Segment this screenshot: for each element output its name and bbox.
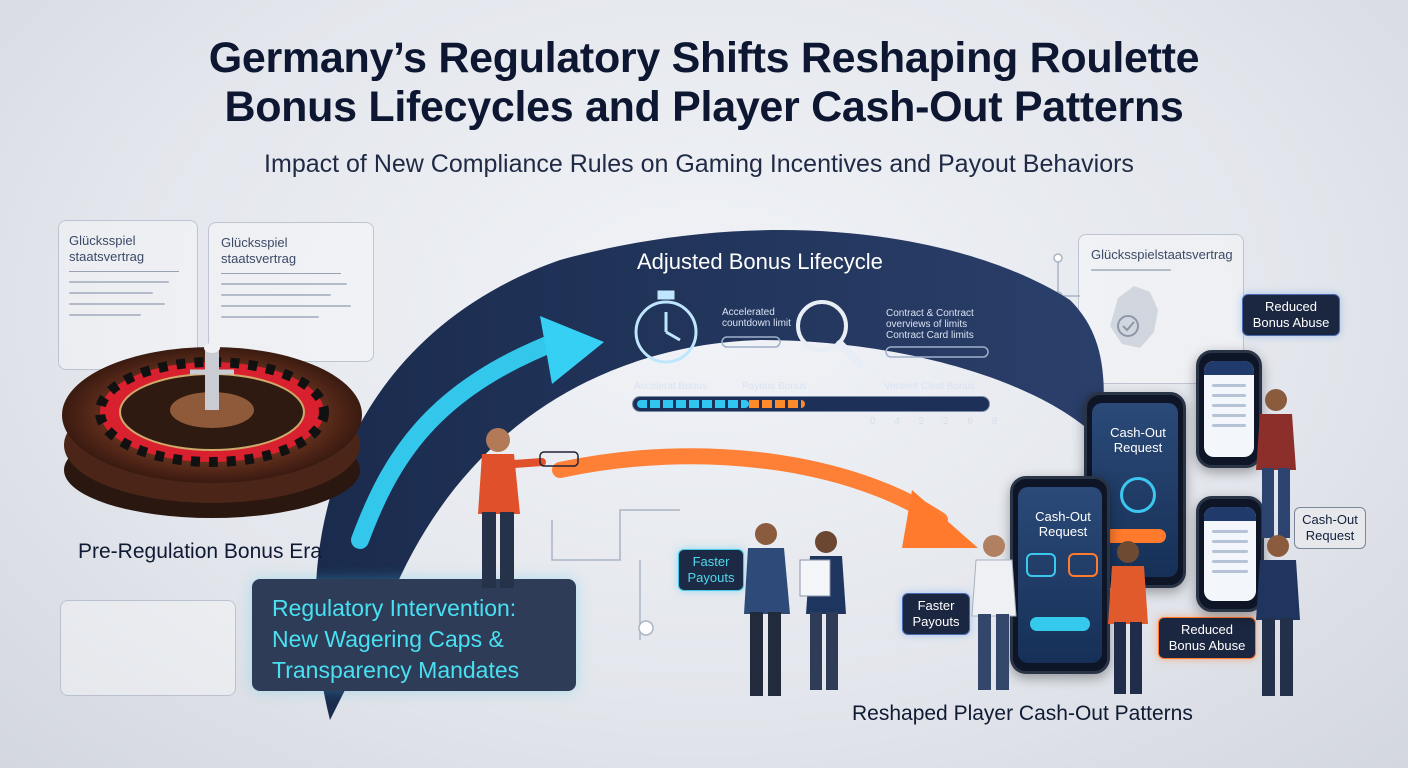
page-subtitle: Impact of New Compliance Rules on Gaming… <box>264 150 1134 178</box>
page-title: Germany’s Regulatory Shifts Reshaping Ro… <box>0 34 1408 132</box>
phone-title: Cash-Out Request <box>1035 509 1091 539</box>
stopwatch-icon <box>634 290 698 364</box>
intervention-line-1: Regulatory Intervention: <box>272 595 517 621</box>
bonus-progress-orange <box>749 400 805 408</box>
document-card-left-2: Glücksspiel staatsvertrag <box>208 222 374 362</box>
contract-caption: Contract & Contract overviews of limits … <box>886 308 974 341</box>
pre-regulation-label: Pre-Regulation Bonus Era <box>78 540 322 563</box>
person-pair-left <box>744 523 846 696</box>
bar-ticks: 0 4 2 2 6 8 <box>870 416 1006 427</box>
magnifier-icon <box>796 300 864 368</box>
document-title: Glücksspielstaatsvertrag <box>1091 247 1233 262</box>
faster-payouts-tag: Faster Payouts <box>678 549 744 591</box>
timer-caption: Accelerated countdown limit <box>722 307 791 329</box>
bar-label-accelerated: Accelerat Bonus <box>634 381 707 392</box>
phone-account-top <box>1196 350 1262 468</box>
person-right-bottom <box>1256 535 1300 696</box>
intervention-line-3: Transparency Mandates <box>272 657 520 683</box>
reduced-bonus-abuse-tag-2: Reduced Bonus Abuse <box>1158 617 1256 659</box>
bonus-progress-cyan <box>637 400 749 408</box>
document-title-line-1: Glücksspiel <box>69 233 136 248</box>
document-title-line-2: staatsvertrag <box>69 249 145 264</box>
reduced-bonus-abuse-tag: Reduced Bonus Abuse <box>1242 294 1340 336</box>
faster-payouts-tag-2: Faster Payouts <box>902 593 970 635</box>
phone-front-cashout: Cash-Out Request <box>1010 476 1110 674</box>
regulatory-intervention-box: Regulatory Intervention: New Wagering Ca… <box>252 579 576 691</box>
reshaped-patterns-label: Reshaped Player Cash-Out Patterns <box>852 702 1193 725</box>
person-pair-right <box>971 535 1148 694</box>
adjusted-lifecycle-title: Adjusted Bonus Lifecycle <box>637 249 883 274</box>
intervention-line-2: New Wagering Caps & <box>272 626 504 652</box>
phone-title: Cash-Out Request <box>1110 425 1166 455</box>
roulette-wheel-icon <box>62 343 362 518</box>
bar-label-content: Vontent Cleat Bonus <box>884 381 976 392</box>
phone-dial <box>1120 477 1156 513</box>
cashout-request-tag: Cash-Out Request <box>1294 507 1366 549</box>
title-line-2: Bonus Lifecycles and Player Cash-Out Pat… <box>224 83 1184 131</box>
person-right-top <box>1256 389 1296 538</box>
document-card-left-1: Glücksspiel staatsvertrag <box>58 220 198 370</box>
checklist-card <box>60 600 236 696</box>
document-title-line-2: staatsvertrag <box>221 251 297 266</box>
bonus-progress-bar <box>632 396 990 412</box>
document-title-line-1: Glücksspiel <box>221 235 288 250</box>
person-presenter <box>478 428 579 588</box>
bar-label-payout: Payous Bonus <box>742 381 807 392</box>
title-line-1: Germany’s Regulatory Shifts Reshaping Ro… <box>208 34 1200 82</box>
germany-map-icon <box>1110 286 1158 348</box>
phone-account-bottom <box>1196 496 1264 612</box>
